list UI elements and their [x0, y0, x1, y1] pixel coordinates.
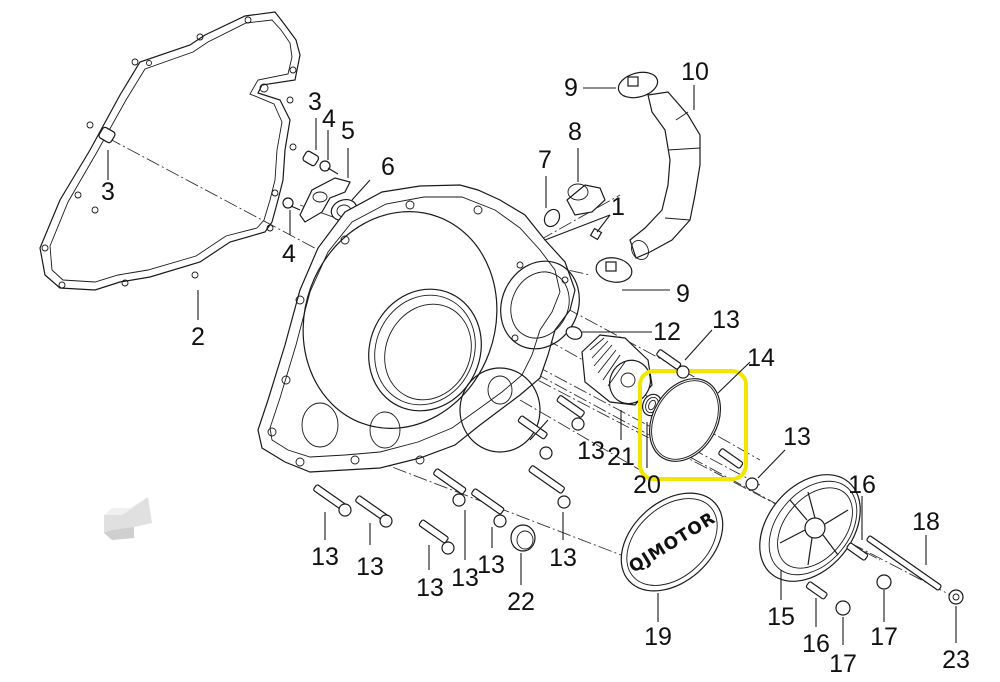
part-bolt	[656, 349, 690, 379]
callout-22: 22	[507, 588, 535, 616]
callout-17: 17	[829, 650, 857, 678]
callout-16: 16	[848, 471, 876, 499]
callout-10: 10	[681, 58, 709, 86]
callout-13: 13	[712, 306, 740, 334]
callout-13: 13	[577, 437, 605, 465]
part-cover-badge: QJMOTOR	[620, 492, 724, 592]
arrow-icon	[104, 497, 152, 540]
part-sealing-cap	[510, 524, 536, 552]
callout-4: 4	[282, 240, 296, 268]
callout-18: 18	[912, 508, 940, 536]
callout-13: 13	[477, 551, 505, 579]
callout-13: 13	[783, 423, 811, 451]
part-bolt	[282, 197, 301, 211]
callout-20: 20	[633, 471, 661, 499]
part-dowel-pin	[302, 150, 320, 167]
callout-7: 7	[538, 146, 552, 174]
part-bolt	[471, 488, 507, 528]
callout-13: 13	[356, 553, 384, 581]
part-bolt	[319, 160, 339, 175]
callout-13: 13	[451, 564, 479, 592]
callout-12: 12	[653, 318, 681, 346]
part-long-stud	[866, 535, 942, 591]
callout-2: 2	[191, 323, 205, 351]
callout-13: 13	[549, 544, 577, 572]
part-o-ring	[543, 208, 561, 228]
part-bolt	[418, 519, 455, 555]
callout-6: 6	[381, 153, 395, 181]
callout-5: 5	[341, 117, 355, 145]
callout-1: 1	[611, 193, 625, 221]
part-gasket	[39, 11, 301, 291]
part-dowel-pin	[98, 126, 116, 144]
part-filler-plug	[566, 183, 606, 216]
callout-4: 4	[322, 105, 336, 133]
part-stud	[846, 542, 869, 561]
part-crankcase-cover	[257, 184, 580, 473]
part-cap-nut	[876, 574, 892, 590]
part-bolt	[355, 495, 393, 528]
part-bolt	[517, 415, 553, 460]
part-oil-filter	[581, 334, 653, 406]
part-bolt	[313, 484, 352, 517]
callout-13: 13	[311, 543, 339, 571]
callout-3: 3	[101, 178, 115, 206]
part-bolt	[556, 395, 585, 431]
callout-8: 8	[568, 118, 582, 146]
leader-lines	[107, 85, 957, 645]
part-cap-nut	[835, 600, 851, 616]
part-hose-clamp	[617, 71, 659, 99]
callout-13: 13	[416, 574, 444, 602]
part-bolt	[528, 465, 571, 509]
callout-23: 23	[942, 646, 970, 674]
part-plate	[299, 177, 351, 223]
part-stud	[805, 581, 828, 600]
highlight-box	[638, 369, 748, 481]
callout-17: 17	[870, 623, 898, 651]
part-o-ring	[565, 326, 583, 340]
callout-14: 14	[747, 344, 775, 372]
part-bolt	[433, 468, 467, 507]
callout-15: 15	[767, 603, 795, 631]
callouts: 3 2 3 4 5 6 4 7 8 1 9 10 9 12 13 14 13 1…	[101, 58, 970, 678]
part-filter-o-ring	[649, 378, 721, 462]
callout-21: 21	[607, 443, 635, 471]
callout-3: 3	[308, 88, 322, 116]
part-hose	[629, 91, 701, 260]
callout-16: 16	[802, 630, 830, 658]
part-pin	[589, 227, 603, 241]
part-hose-clamp	[595, 257, 633, 283]
part-bolt	[718, 448, 759, 491]
callout-9: 9	[676, 280, 690, 308]
callout-19: 19	[644, 623, 672, 651]
bolts	[313, 349, 759, 555]
part-filter-cover	[759, 474, 861, 582]
part-nut	[948, 589, 964, 605]
callout-9: 9	[564, 74, 578, 102]
